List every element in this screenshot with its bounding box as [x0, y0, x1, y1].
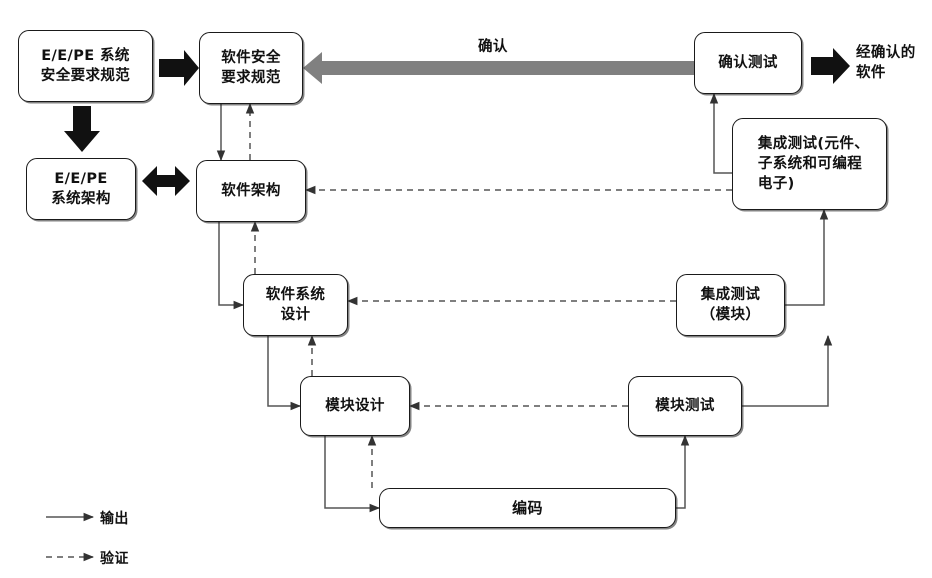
validated-software-label: 经确认的 软件: [856, 45, 916, 81]
edge-coding-to-moduletest: [676, 434, 690, 509]
block-arrow-down-architecture: [64, 106, 100, 152]
node-label: 编码: [512, 498, 543, 517]
legend-item-output-label: 输出: [100, 511, 129, 527]
node-label: 软件架构: [221, 183, 281, 199]
node-label: E/E/PE 系统架构: [51, 171, 111, 207]
edge-systemdesign-to-moduledesign: [267, 336, 302, 411]
block-arrow-bidirectional-architecture: [142, 166, 190, 196]
legend-item-verification-label: 验证: [100, 551, 129, 567]
edge-architecture-to-systemdesign: [218, 222, 245, 310]
block-arrow-right-validated-software: [811, 48, 850, 84]
block-arrow-right-safetyreq: [159, 50, 199, 86]
node-software-system-design[interactable]: 软件系统 设计: [243, 274, 348, 336]
node-software-architecture[interactable]: 软件架构: [196, 160, 306, 222]
verification-connectors: [245, 102, 732, 488]
node-label: 软件系统 设计: [265, 287, 326, 323]
node-coding[interactable]: 编码: [379, 488, 676, 528]
node-module-design[interactable]: 模块设计: [300, 376, 410, 436]
node-software-safety-req[interactable]: 软件安全 要求规范: [199, 32, 303, 104]
node-label: 集成测试 （模块）: [700, 287, 761, 323]
edge-integrationmodule-to-integrationcomp: [785, 208, 829, 306]
node-ee-pe-safety-req[interactable]: E/E/PE 系统 安全要求规范: [18, 30, 153, 102]
node-integration-test-components[interactable]: 集成测试(元件、 子系统和可编程 电子): [732, 118, 887, 210]
edge-moduledesign-to-coding: [324, 436, 381, 513]
output-connectors: [216, 92, 833, 513]
node-label: 确认测试: [718, 55, 778, 71]
node-validation-test[interactable]: 确认测试: [694, 32, 802, 94]
block-arrows: [64, 48, 850, 196]
node-ee-pe-architecture[interactable]: E/E/PE 系统架构: [26, 158, 136, 220]
validation-arrow-label: 确认: [478, 39, 508, 55]
node-integration-test-module[interactable]: 集成测试 （模块）: [676, 274, 785, 336]
node-label: 集成测试(元件、 子系统和可编程 电子): [757, 136, 870, 192]
node-label: 模块测试: [655, 398, 715, 414]
node-label: 模块设计: [325, 398, 385, 414]
validation-arrow: [303, 52, 694, 84]
edge-moduletest-to-integrationmodule: [742, 334, 833, 407]
edge-integrationcomp-to-validationtest: [709, 92, 732, 174]
legend-glyphs: [46, 512, 95, 562]
node-module-test[interactable]: 模块测试: [628, 376, 742, 436]
node-label: 软件安全 要求规范: [221, 50, 281, 86]
node-label: E/E/PE 系统 安全要求规范: [40, 48, 131, 84]
